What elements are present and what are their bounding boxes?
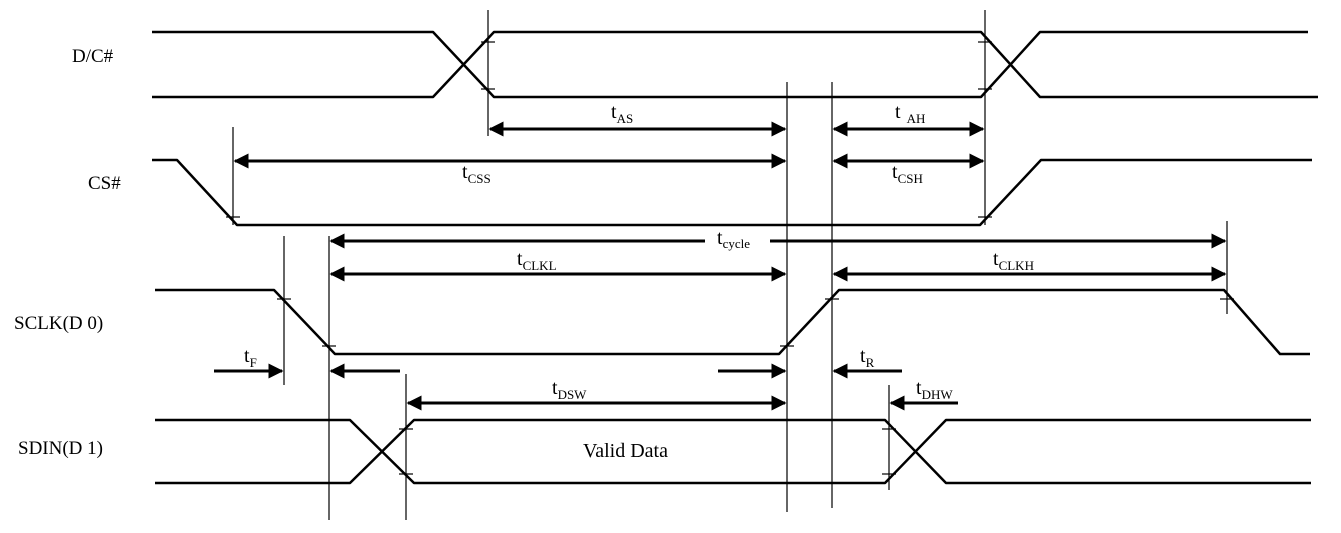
label-t-clkl: tCLKL (517, 248, 557, 273)
sdin-waveform (155, 418, 1311, 485)
label-t-dsw: tDSW (552, 377, 587, 402)
reference-lines (232, 10, 1228, 520)
label-t-r: tR (860, 345, 875, 370)
signal-label-cs: CS# (88, 173, 121, 194)
label-t-css: tCSS (462, 161, 491, 186)
label-t-clkh: tCLKH (993, 248, 1034, 273)
label-t-f: tF (244, 345, 257, 370)
label-t-as: tAS (611, 101, 633, 126)
signal-label-sclk: SCLK(D 0) (14, 313, 103, 334)
crossing-ticks (226, 41, 1234, 475)
signal-label-dc: D/C# (72, 46, 114, 67)
valid-data-label: Valid Data (583, 440, 668, 462)
dc-waveform (152, 30, 1318, 99)
dimension-arrows (214, 121, 1227, 411)
sclk-waveform (155, 288, 1310, 356)
cs-waveform (152, 158, 1312, 227)
label-t-dhw: tDHW (916, 377, 953, 402)
label-t-cycle: tcycle (717, 227, 750, 251)
label-t-csh: tCSH (892, 161, 923, 186)
signal-label-sdin: SDIN(D 1) (18, 438, 103, 459)
